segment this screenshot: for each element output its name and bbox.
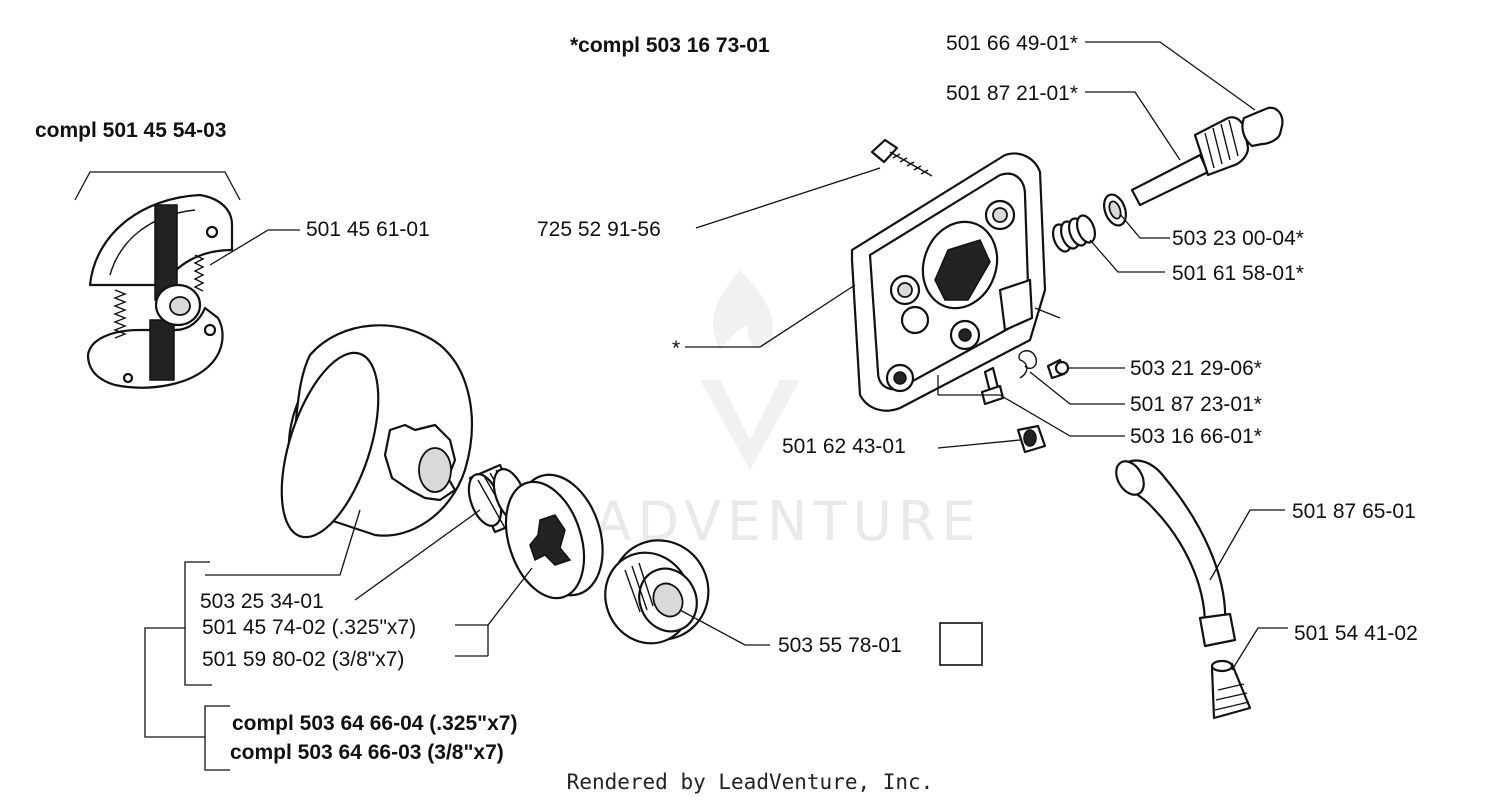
small-screw[interactable] [1046,358,1070,380]
oil-pump-housing[interactable] [850,152,1061,412]
label-503-16-66-01[interactable]: 503 16 66-01* [1130,425,1262,448]
oil-filter[interactable] [1210,659,1252,720]
label-501-45-74-02[interactable]: 501 45 74-02 (.325"x7) [202,616,416,639]
washer[interactable] [1100,192,1130,229]
label-clutch-compl: compl 501 45 54-03 [35,119,226,142]
watermark-logo [700,270,800,470]
label-501-87-21-01[interactable]: 501 87 21-01* [946,82,1078,105]
label-503-21-29-06[interactable]: 503 21 29-06* [1130,357,1262,380]
label-asterisk: * [672,337,680,360]
label-501-62-43-01[interactable]: 501 62 43-01 [782,435,906,458]
housing-screw[interactable] [870,138,933,177]
footer-credit: Rendered by LeadVenture, Inc. [566,770,934,794]
label-501-87-23-01[interactable]: 501 87 23-01* [1130,393,1262,416]
clutch-drum[interactable] [257,301,483,548]
label-503-55-78-01[interactable]: 503 55 78-01 [778,634,902,657]
pump-cap[interactable] [1241,106,1284,148]
clutch-bracket [74,171,241,201]
label-503-25-34-01[interactable]: 503 25 34-01 [200,590,324,613]
adjuster-screw[interactable] [980,366,1005,406]
label-drum-compl-325: compl 503 64 66-04 (.325"x7) [232,712,517,735]
label-501-59-80-02[interactable]: 501 59 80-02 (3/8"x7) [202,648,404,671]
leader-lines [144,41,1288,771]
label-503-23-00-04[interactable]: 503 23 00-04* [1172,227,1304,250]
oil-hose[interactable] [1111,456,1237,648]
spring-clip[interactable] [1018,350,1037,379]
label-drum-compl-38: compl 503 64 66-03 (3/8"x7) [230,741,504,764]
note-box [939,622,983,666]
clutch-assembly[interactable] [74,171,241,389]
label-501-45-61-01[interactable]: 501 45 61-01 [306,218,430,241]
pump-piston[interactable] [1130,116,1250,207]
rim-sprocket[interactable] [492,464,617,609]
label-501-61-58-01[interactable]: 501 61 58-01* [1172,262,1304,285]
label-501-54-41-02[interactable]: 501 54 41-02 [1294,622,1418,645]
spur-sprocket[interactable] [590,524,724,657]
suction-nipple[interactable] [1016,424,1047,454]
pump-spring[interactable] [1050,213,1099,254]
label-top-compl: *compl 503 16 73-01 [570,34,770,57]
label-501-66-49-01[interactable]: 501 66 49-01* [946,32,1078,55]
label-725-52-91-56[interactable]: 725 52 91-56 [537,218,661,241]
label-501-87-65-01[interactable]: 501 87 65-01 [1292,500,1416,523]
